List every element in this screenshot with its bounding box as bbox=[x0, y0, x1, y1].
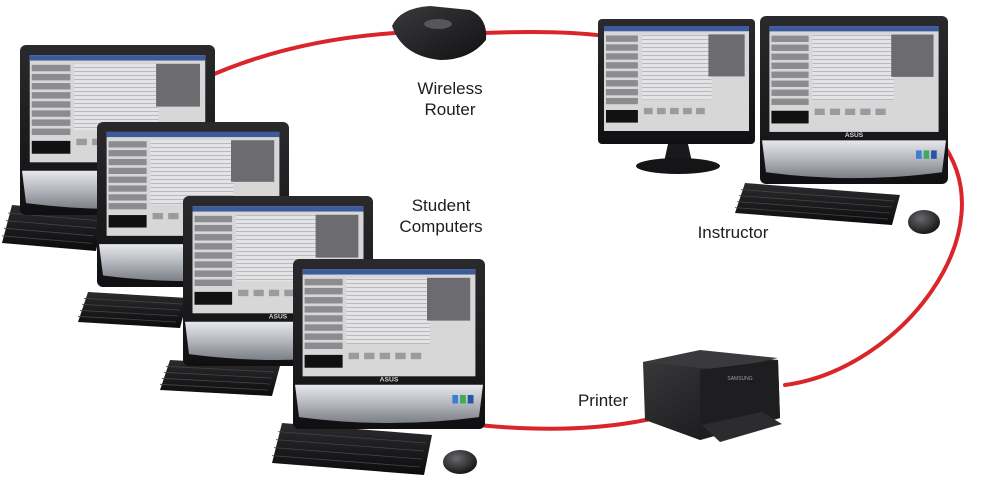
student-computer-4-screen bbox=[302, 269, 476, 377]
wireless-router-label-line2: Router bbox=[424, 100, 476, 119]
student-computer-3-brand: ASUS bbox=[269, 313, 288, 320]
instructor-label-text: Instructor bbox=[697, 223, 769, 242]
printer-brand: SAMSUNG bbox=[727, 376, 752, 382]
student-computer-4-brand: ASUS bbox=[380, 376, 399, 383]
devices: ASUSASUSASUSASUSASUSSAMSUNG bbox=[1, 6, 948, 475]
instructor-computer-screen bbox=[769, 26, 939, 132]
printer-label: Printer bbox=[568, 390, 638, 411]
student-keyboard-4 bbox=[271, 423, 432, 475]
instructor-computer: ASUS bbox=[760, 16, 948, 184]
student-mouse bbox=[443, 450, 477, 474]
instructor-computer-brand: ASUS bbox=[845, 132, 864, 139]
link-instructor-printer bbox=[783, 138, 964, 387]
wireless-router-label-line1: Wireless bbox=[417, 79, 483, 98]
wireless-router-label: Wireless Router bbox=[405, 78, 495, 120]
link-student-router bbox=[203, 31, 397, 80]
network-links bbox=[203, 30, 964, 431]
router-logo-icon bbox=[424, 19, 452, 29]
student-keyboard-1 bbox=[1, 205, 104, 251]
instructor-keyboard bbox=[734, 183, 900, 225]
student-computer-4: ASUS bbox=[293, 259, 485, 429]
student-computers-label: Student Computers bbox=[386, 195, 496, 237]
student-computers-label-line1: Student bbox=[411, 196, 471, 215]
instructor-label: Instructor bbox=[685, 222, 781, 243]
student-keyboard-3 bbox=[159, 360, 280, 396]
instructor-monitor-screen bbox=[604, 26, 749, 131]
instructor-monitor bbox=[598, 19, 755, 174]
instructor-mouse bbox=[908, 210, 940, 234]
printer: SAMSUNG bbox=[643, 350, 782, 442]
link-router-instructor bbox=[480, 30, 607, 38]
wireless-router bbox=[392, 6, 487, 60]
student-keyboard-2 bbox=[77, 292, 188, 328]
link-printer-student bbox=[476, 416, 657, 431]
student-computers-label-line2: Computers bbox=[399, 217, 483, 236]
printer-label-text: Printer bbox=[577, 391, 629, 410]
